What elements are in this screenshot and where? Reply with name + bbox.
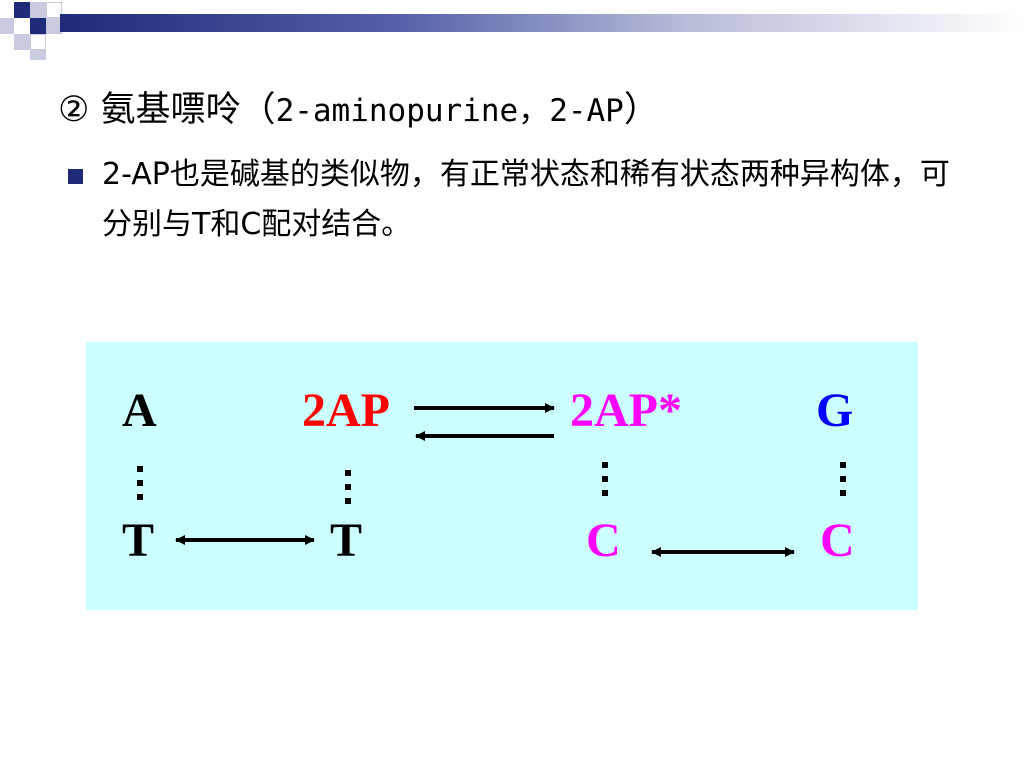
base-c-left: C [586, 514, 621, 567]
pair-dots-g-c [840, 462, 846, 496]
base-pairing-diagram: A 2AP 2AP* G [86, 342, 918, 610]
base-a: A [122, 384, 157, 437]
circled-number: ② [58, 90, 90, 130]
base-2ap: 2AP [302, 384, 390, 437]
base-g: G [816, 384, 853, 437]
base-t-right: T [330, 514, 362, 567]
pair-dots-2ap-star-c [602, 462, 608, 496]
square-bullet-icon [68, 169, 83, 184]
title-paren-close: ） [623, 90, 659, 130]
base-pairing-svg: A 2AP 2AP* G [122, 384, 855, 567]
title-chinese-name: 氨基嘌呤 [100, 90, 241, 130]
bullet-text: 2-AP也是碱基的类似物，有正常状态和稀有状态两种异构体，可分别与T和C配对结合… [102, 157, 950, 242]
title-paren-open: （ [240, 90, 276, 130]
title-english-name: 2-aminopurine，2-AP [275, 93, 624, 129]
header-decoration [0, 0, 1024, 64]
pair-dots-2ap-t [345, 470, 351, 504]
base-t-left: T [122, 514, 154, 567]
base-2ap-star: 2AP* [570, 384, 682, 437]
slide-title: ② 氨基嘌呤（2-aminopurine，2-AP） [58, 88, 659, 133]
base-c-right: C [820, 514, 855, 567]
pair-dots-a-t [137, 466, 143, 500]
